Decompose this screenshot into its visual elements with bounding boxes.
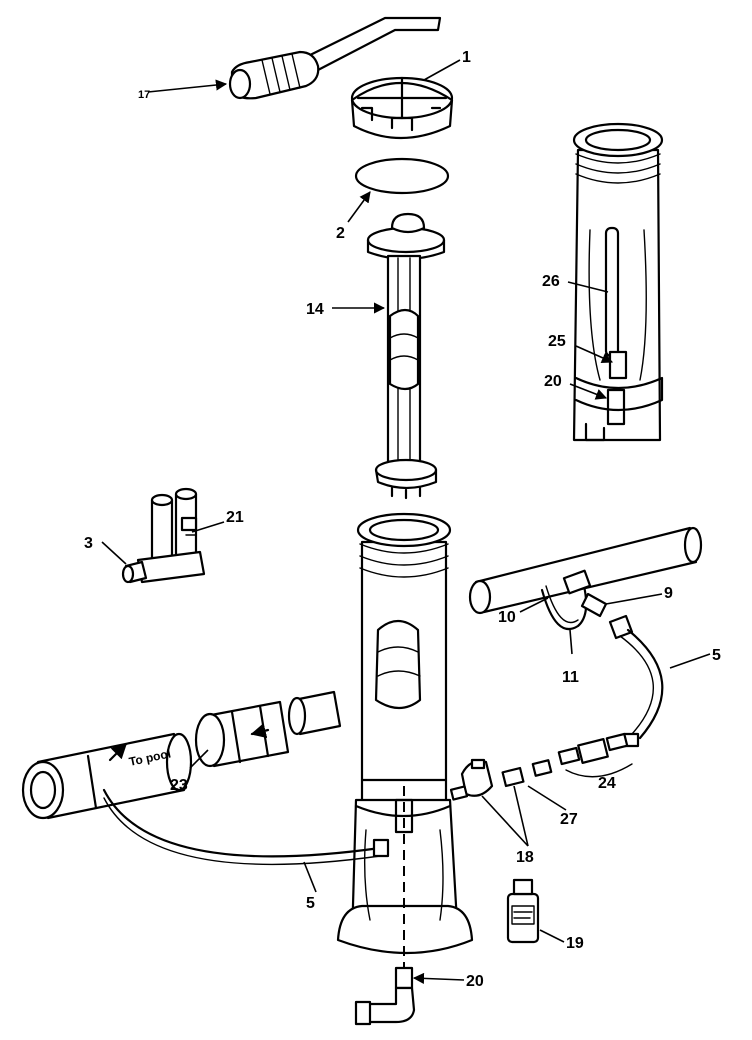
part-1-cap [350, 76, 454, 140]
callout-20-inset: 20 [544, 373, 562, 390]
right-tubing [608, 614, 664, 748]
callout-23: 23 [170, 777, 188, 794]
part-27-fitting [501, 759, 553, 788]
part-19-bottle [506, 878, 540, 944]
part-14-filter-element [366, 212, 446, 500]
part-23-union [194, 690, 342, 768]
inset-housing-cutaway [572, 122, 664, 442]
callout-24: 24 [598, 775, 616, 792]
callout-3: 3 [84, 535, 93, 552]
callout-1: 1 [462, 49, 471, 66]
callout-20-bottom: 20 [466, 973, 484, 990]
callout-5-right: 5 [712, 647, 721, 664]
callout-10: 10 [498, 609, 516, 626]
callout-17: 17 [138, 89, 150, 101]
left-tubing [102, 788, 390, 866]
callout-26: 26 [542, 273, 560, 290]
part-18-regulator [449, 758, 494, 801]
callout-2: 2 [336, 225, 345, 242]
callout-18: 18 [516, 849, 534, 866]
part-21-valve-assembly [136, 487, 206, 584]
leader-lines [101, 59, 711, 984]
callout-11: 11 [562, 669, 579, 686]
callout-21: 21 [226, 509, 244, 526]
left-pipe: To pool [21, 732, 193, 820]
callout-9: 9 [664, 585, 673, 602]
callout-25: 25 [548, 333, 566, 350]
callout-5-left: 5 [306, 895, 315, 912]
part-3-fitting [121, 560, 148, 584]
right-pipe-saddle [468, 526, 703, 631]
callout-numbers: 1 2 17 14 26 25 20 21 3 9 10 11 5 24 27 … [84, 49, 721, 990]
main-housing [336, 512, 474, 970]
part-17-tool [228, 16, 442, 100]
callout-14: 14 [306, 301, 324, 318]
part-2-gasket [354, 157, 450, 195]
callout-27: 27 [560, 811, 578, 828]
part-20-elbow-fitting [354, 966, 416, 1026]
callout-19: 19 [566, 935, 584, 952]
part-24-check-valve [557, 732, 633, 778]
